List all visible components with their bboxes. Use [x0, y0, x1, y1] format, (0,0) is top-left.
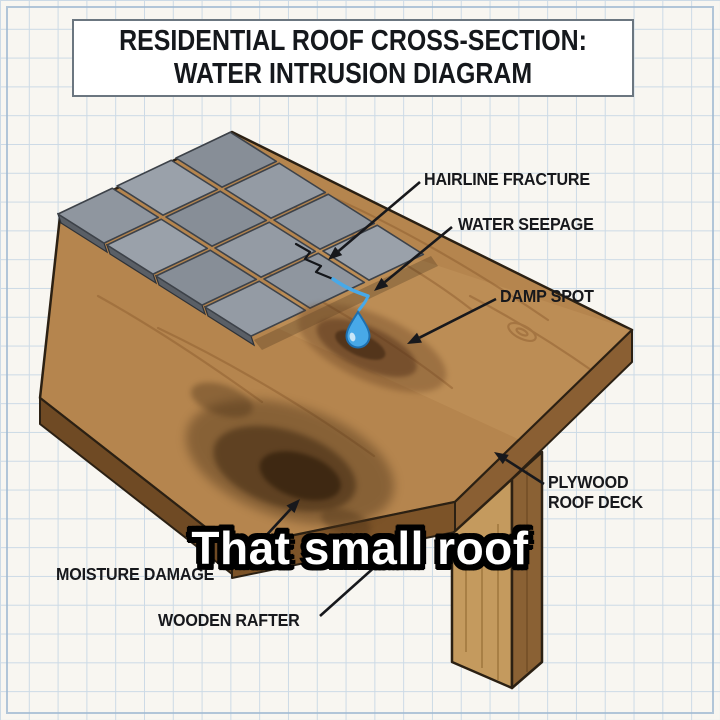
shingle-tile — [175, 131, 278, 188]
arrow-wooden-rafter — [319, 556, 387, 617]
water-droplet — [345, 310, 371, 349]
arrow-plywood-roof-deck — [505, 458, 545, 486]
label-plywood-roof-deck: PLYWOOD ROOF DECK — [548, 472, 643, 512]
shingle-tile — [155, 249, 258, 306]
shingle-tile — [263, 252, 366, 309]
arrow-damp-spot — [407, 332, 422, 344]
arrow-hairline-fracture — [337, 181, 421, 252]
title-line-2: WATER INTRUSION DIAGRAM — [173, 58, 533, 90]
deck-bottom-edge-rafter — [231, 501, 456, 579]
shingle-tile — [106, 218, 209, 275]
caption-text: That small roof — [191, 522, 529, 574]
arrow-water-seepage — [374, 277, 389, 291]
wood-grain-line — [96, 294, 264, 404]
shingle-tile — [116, 159, 219, 216]
shingle-grid — [56, 131, 425, 347]
arrow-damp-spot — [418, 297, 497, 339]
label-hairline-fracture: HAIRLINE FRACTURE — [424, 169, 590, 189]
label-water-seepage: WATER SEEPAGE — [458, 214, 594, 234]
shingle-tile — [214, 221, 317, 278]
shingle-shadow — [254, 256, 438, 350]
water-drip — [357, 294, 370, 312]
shingle-tile — [224, 162, 327, 219]
arrow-moisture-damage — [237, 508, 292, 567]
hairline-fracture-crack — [294, 242, 335, 281]
arrow-layer — [237, 181, 545, 617]
shingle-tile — [273, 193, 376, 250]
wooden-rafter-beam — [450, 450, 544, 690]
label-wooden-rafter: WOODEN RAFTER — [158, 610, 300, 630]
title-box: RESIDENTIAL ROOF CROSS-SECTION: WATER IN… — [72, 19, 634, 97]
wood-knot — [507, 321, 537, 343]
label-damp-spot: DAMP SPOT — [500, 286, 594, 306]
arrow-hairline-fracture — [328, 246, 343, 260]
stain-blob — [191, 382, 253, 418]
wood-grain-line — [156, 326, 376, 458]
arrow-wooden-rafter — [381, 548, 396, 562]
label-moisture-damage: MOISTURE DAMAGE — [56, 564, 215, 584]
wood-knot — [515, 327, 529, 337]
stain-blob — [259, 451, 341, 501]
label-plywood-line2: ROOF DECK — [548, 492, 643, 512]
title-line-1: RESIDENTIAL ROOF CROSS-SECTION: — [119, 25, 587, 57]
moisture-damage-stain — [185, 382, 395, 537]
shingle-tile — [57, 187, 160, 244]
water-seepage-line — [331, 277, 370, 298]
shingle-tile — [204, 280, 307, 337]
label-plywood-line1: PLYWOOD — [548, 472, 629, 492]
stain-blob — [321, 508, 372, 537]
droplet-highlight — [349, 332, 356, 342]
page-title: RESIDENTIAL ROOF CROSS-SECTION: WATER IN… — [119, 25, 587, 91]
shingle-tile — [165, 190, 268, 247]
arrow-water-seepage — [383, 225, 453, 284]
deck-left-edge — [39, 397, 233, 575]
arrow-plywood-roof-deck — [494, 452, 509, 465]
rafter-grain — [465, 470, 528, 680]
arrow-moisture-damage — [286, 499, 300, 514]
